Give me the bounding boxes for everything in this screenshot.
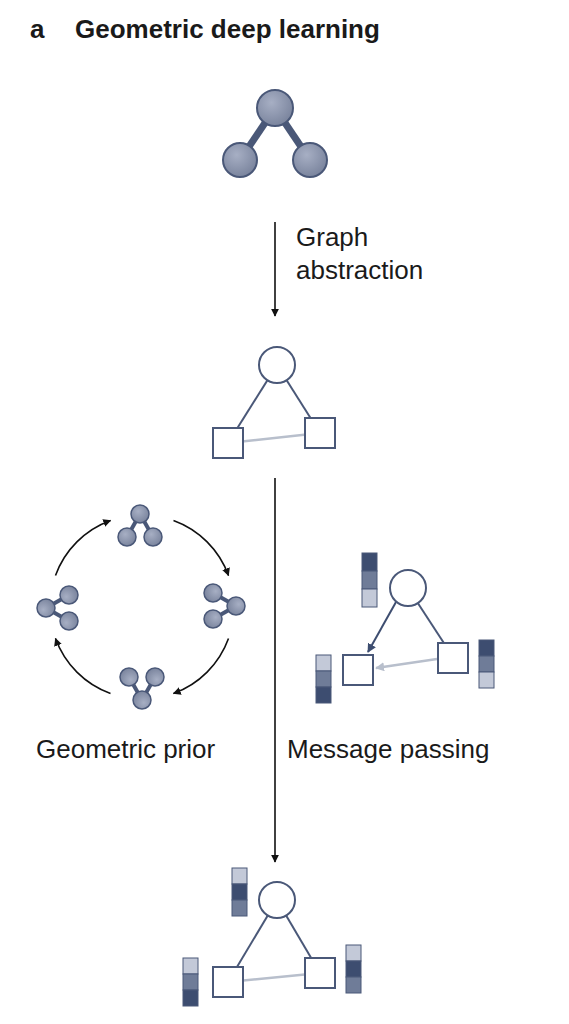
flow-arrow — [274, 222, 276, 316]
output-graph — [183, 868, 361, 1006]
molecule — [223, 90, 327, 177]
message-passing-graph — [316, 553, 494, 703]
title: Geometric deep learning — [75, 13, 380, 46]
step-label: Message passing — [287, 733, 489, 766]
step-label: Graph abstraction — [296, 221, 466, 287]
graph — [213, 347, 335, 458]
step-label: Geometric prior — [36, 733, 215, 766]
symmetry-cycle — [37, 505, 245, 709]
flow-arrow — [274, 478, 276, 862]
panel-letter: a — [30, 13, 44, 46]
